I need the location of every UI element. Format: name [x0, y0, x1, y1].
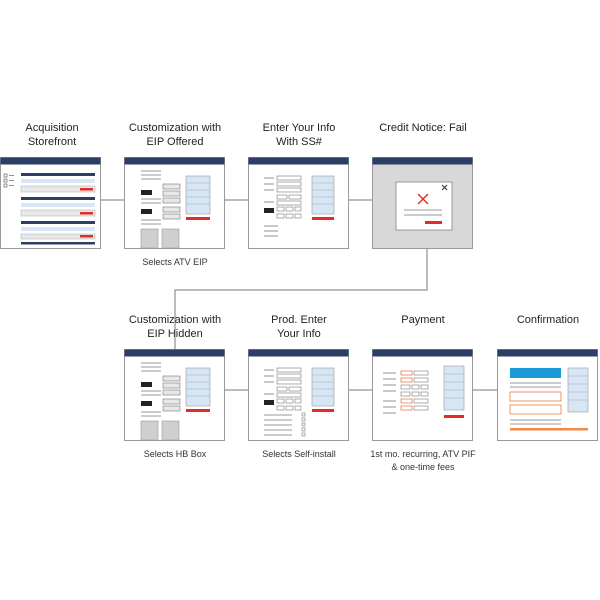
- modal-cta: [425, 221, 442, 224]
- cta-bar: [444, 415, 464, 418]
- screen-payment: [372, 349, 473, 441]
- summary-panel: [311, 175, 335, 215]
- screen-header: [124, 349, 225, 357]
- caption-payment-fees: 1st mo. recurring, ATV PIF& one-time fee…: [370, 449, 476, 472]
- caption-selects-hb-box: Selects HB Box: [143, 449, 207, 459]
- screen-acquisition-storefront: [0, 157, 101, 249]
- screen-prod-enter-info: [248, 349, 349, 441]
- summary-panel: [567, 367, 589, 413]
- summary-panel: [185, 367, 211, 407]
- filter-checkboxes: [3, 173, 8, 188]
- close-icon: [441, 184, 448, 191]
- screen-credit-notice-fail: [372, 157, 473, 249]
- cta-bar: [312, 217, 334, 220]
- summary-panel: [185, 175, 211, 215]
- connector-4-5: [174, 248, 428, 350]
- screen-header: [248, 157, 349, 165]
- screen-header: [497, 349, 598, 357]
- step-title-payment: Payment: [401, 314, 445, 326]
- screen-header: [372, 157, 473, 165]
- step-title-confirmation: Confirmation: [516, 314, 580, 326]
- cta-bar: [186, 409, 210, 412]
- connectors: [101, 199, 497, 391]
- caption-selects-self-install: Selects Self-install: [262, 449, 336, 459]
- order-summary-boxes: [509, 391, 562, 415]
- summary-panel: [311, 367, 335, 407]
- cta-bar: [186, 217, 210, 220]
- confirmation-banner: [510, 368, 561, 378]
- x-mark-icon: [417, 193, 429, 205]
- screen-customization-eip-offered: [124, 157, 225, 249]
- summary-panel: [443, 365, 465, 411]
- screen-header: [248, 349, 349, 357]
- screen-header: [124, 157, 225, 165]
- payment-fields: [400, 370, 413, 411]
- screen-header: [372, 349, 473, 357]
- screen-customization-eip-hidden: [124, 349, 225, 441]
- screen-confirmation: [497, 349, 598, 441]
- modal-dialog: [395, 181, 453, 231]
- step-title-credit-notice: Credit Notice: Fail: [379, 122, 467, 134]
- screen-header: [0, 157, 101, 165]
- caption-selects-atv-eip: Selects ATV EIP: [142, 257, 208, 267]
- product-list: [20, 173, 96, 245]
- checkbox-list: [301, 412, 306, 437]
- screen-enter-info-ss: [248, 157, 349, 249]
- cta-bar: [312, 409, 334, 412]
- footer-bar: [510, 428, 588, 431]
